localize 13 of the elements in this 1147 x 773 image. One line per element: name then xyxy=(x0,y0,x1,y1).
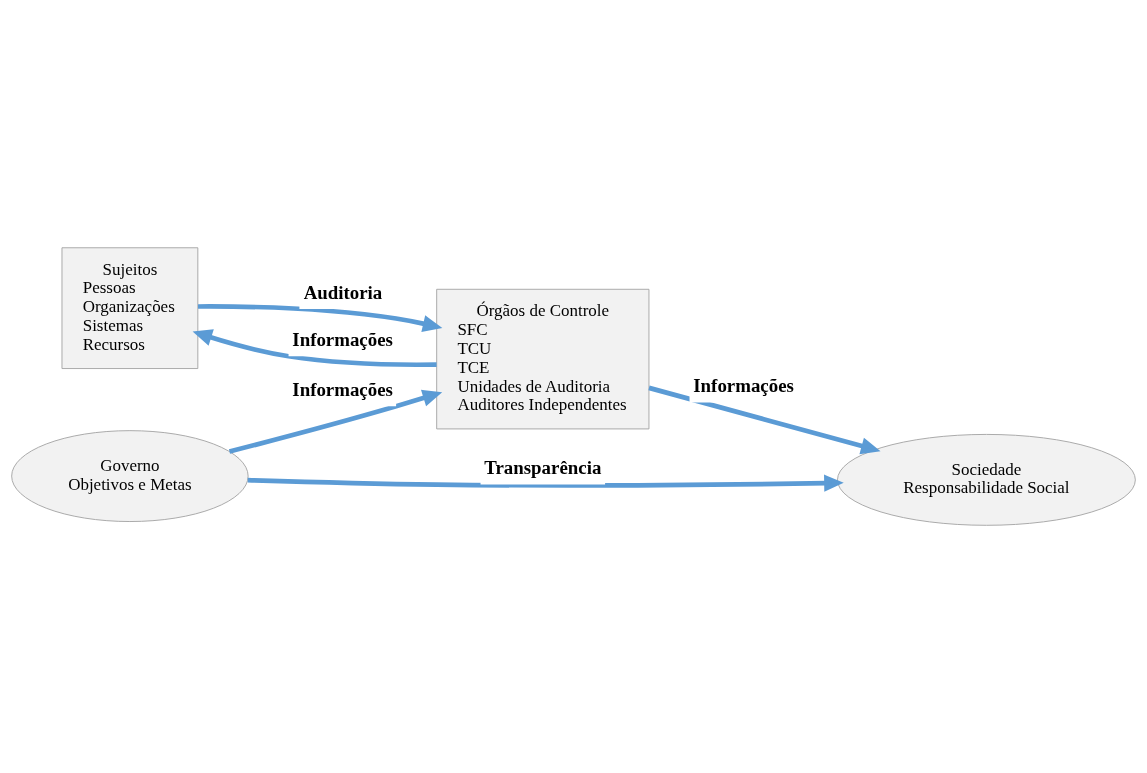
arrow xyxy=(648,385,881,455)
edge-label: Transparência xyxy=(484,457,602,479)
edge-label: Auditoria xyxy=(303,281,383,303)
edge-label: Informações xyxy=(292,328,393,350)
node-box: Sujeitos Pessoas Organizações Sistemas Recursos xyxy=(61,247,199,369)
edge-label: Informações xyxy=(693,375,794,397)
arrow xyxy=(198,304,443,332)
node-ellipse: Sociedade Responsabilidade Social xyxy=(837,433,1136,526)
node-ellipse: Governo Objetivos e Metas xyxy=(11,430,249,522)
edge-label: Informações xyxy=(292,378,393,400)
node-box: Órgãos de Controle SFC TCU TCE Unidades de Auditoria Auditores Independentes xyxy=(436,288,650,430)
arrow xyxy=(247,474,844,492)
arrow xyxy=(228,389,443,454)
